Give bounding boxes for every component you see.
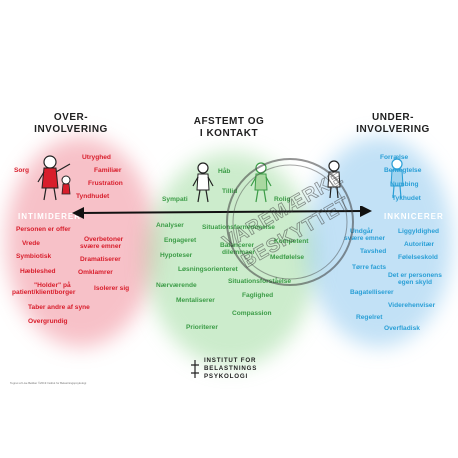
label-compassion: Compassion: [232, 310, 272, 317]
label-toerre-facts: Tørre facts: [352, 264, 387, 271]
figure-center-left-icon: [192, 162, 214, 203]
green-zone: [146, 152, 316, 367]
figure-left-icon: [37, 155, 71, 201]
label-numbing: Numbing: [390, 181, 419, 188]
label-isolerer-sig: Isolerer sig: [94, 285, 130, 292]
label-undgaar: Undgår: [350, 228, 374, 235]
label-utryghed: Utryghed: [82, 154, 111, 161]
label-medfoelelse: Medfølelse: [270, 254, 305, 261]
label-frustration: Frustration: [88, 180, 123, 187]
label-faglighed: Faglighed: [242, 292, 274, 299]
label-dramatiserer: Dramatiserer: [80, 256, 121, 263]
label-personen-er-offer: Personen er offer: [16, 226, 71, 233]
label-regelret: Regelret: [356, 314, 383, 321]
label-liggyldighed: Liggyldighed: [398, 228, 440, 235]
footer-note: Tegnet af Lise Bødker ©2019 Institut for…: [10, 381, 87, 385]
label-situationsfornemmelse: Situationsfornemmelse: [202, 224, 275, 231]
label-naervaerende: Nærværende: [156, 282, 197, 289]
label-benaegtelse: Benægtelse: [384, 167, 422, 174]
label-omklamrer: Omklamrer: [78, 269, 113, 276]
label-rolig: Rolig: [274, 196, 291, 203]
label-loesningsorienteret: Løsningsorienteret: [178, 266, 238, 273]
label-sympati: Sympati: [162, 196, 188, 203]
heading-afstemt: AFSTEMT OG I KONTAKT: [176, 116, 282, 140]
label-egen-skyld: egen skyld: [398, 279, 433, 286]
poster: OVER- INVOLVERING AFSTEMT OG I KONTAKT U…: [6, 92, 452, 388]
label-tykhudet: Tykhudet: [392, 195, 421, 202]
heading-left-line1: OVER-: [53, 112, 89, 123]
heading-right-line2: INVOLVERING: [356, 124, 430, 135]
institute-logo: INSTITUT FOR BELASTNINGS PSYKOLOGI: [186, 356, 306, 382]
label-dilemmaer: dilemmaer: [222, 249, 255, 256]
label-overfladisk: Overfladisk: [384, 325, 420, 332]
label-patient-klient-borger: patient/klient/borger: [12, 289, 76, 296]
label-svaere-emner-right: svære emner: [344, 235, 386, 242]
heading-left-line2: INVOLVERING: [34, 124, 108, 135]
label-tillid: Tillid: [222, 188, 238, 195]
heading-over-involvering: OVER- INVOLVERING: [16, 112, 126, 136]
red-zone: [6, 137, 156, 347]
label-forraelse: Forrælse: [380, 154, 409, 161]
logo-line1: INSTITUT FOR: [204, 357, 257, 364]
label-haab: Håb: [218, 168, 231, 175]
label-balancerer: Balancerer: [220, 242, 255, 249]
label-svaere-emner: svære emner: [80, 243, 122, 250]
label-situationsforstaaelse: Situationsforståelse: [228, 278, 292, 285]
label-overbetoner: Overbetoner: [84, 236, 124, 243]
label-viderehenviser: Viderehenviser: [388, 302, 436, 309]
heading-center-line1: AFSTEMT OG: [193, 116, 265, 127]
logo-line3: PSYKOLOGI: [204, 373, 248, 380]
label-holder-paa: "Holder" på: [34, 282, 71, 289]
label-vrede: Vrede: [22, 240, 40, 247]
label-mentaliserer: Mentaliserer: [176, 297, 215, 304]
heading-right-line1: UNDER-: [372, 112, 414, 123]
label-det-er-personens: Det er personens: [388, 272, 442, 279]
double-arrow: [72, 206, 372, 219]
label-engageret: Engageret: [164, 237, 197, 244]
label-foelelseskold: Følelseskold: [398, 254, 438, 261]
logo-line2: BELASTNINGS: [204, 365, 258, 372]
label-prioriterer: Prioriterer: [186, 324, 218, 331]
band-right: INKNICERER: [384, 212, 444, 221]
band-intimiderer: INTIMIDERER: [18, 212, 81, 221]
figure-right-right-icon: [390, 158, 404, 199]
label-sorg: Sorg: [14, 167, 30, 174]
logo-mark-icon: [191, 360, 199, 378]
label-analyser: Analyser: [156, 222, 184, 229]
label-tavshed: Tavshed: [360, 248, 387, 255]
label-hypoteser: Hypoteser: [160, 252, 193, 259]
label-bagatelliserer: Bagatelliserer: [350, 289, 394, 296]
label-familiaer: Familiær: [94, 167, 122, 174]
label-kompetent: Kompetent: [274, 238, 309, 245]
label-overgrundig: Overgrundig: [28, 318, 68, 325]
heading-center-line2: I KONTAKT: [199, 128, 259, 139]
label-autoritaer: Autoritær: [404, 241, 435, 248]
label-symbiotisk: Symbiotisk: [16, 253, 52, 260]
figure-right-left-icon: [327, 160, 341, 199]
label-haebleshed: Hæbleshed: [20, 268, 56, 275]
label-tyndhudet: Tyndhudet: [76, 193, 110, 200]
heading-under-involvering: UNDER- INVOLVERING: [338, 112, 448, 136]
label-taber-andre: Taber andre af syne: [28, 304, 90, 311]
